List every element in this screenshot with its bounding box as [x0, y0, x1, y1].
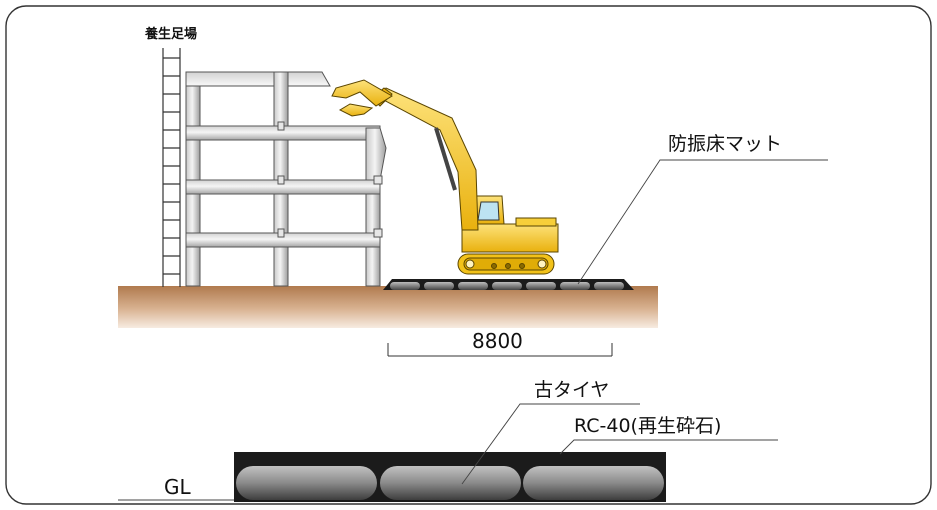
mat-small [383, 279, 634, 290]
dimension-line [387, 343, 613, 357]
ground-soil [118, 286, 658, 328]
excavator [331, 79, 559, 275]
scaffold [162, 48, 181, 287]
scaffold-label: 養生足場 [144, 26, 197, 42]
dimension-value: 8800 [472, 329, 523, 353]
gravel-label: RC-40(再生砕石) [574, 415, 721, 437]
mat-label: 防振床マット [668, 133, 782, 155]
mat-leader [577, 159, 828, 285]
gl-label: GL [164, 475, 191, 499]
building-frame [185, 71, 387, 287]
detail-leaders [118, 403, 778, 501]
tire-label: 古タイヤ [534, 379, 609, 401]
tire-detail [234, 452, 666, 502]
